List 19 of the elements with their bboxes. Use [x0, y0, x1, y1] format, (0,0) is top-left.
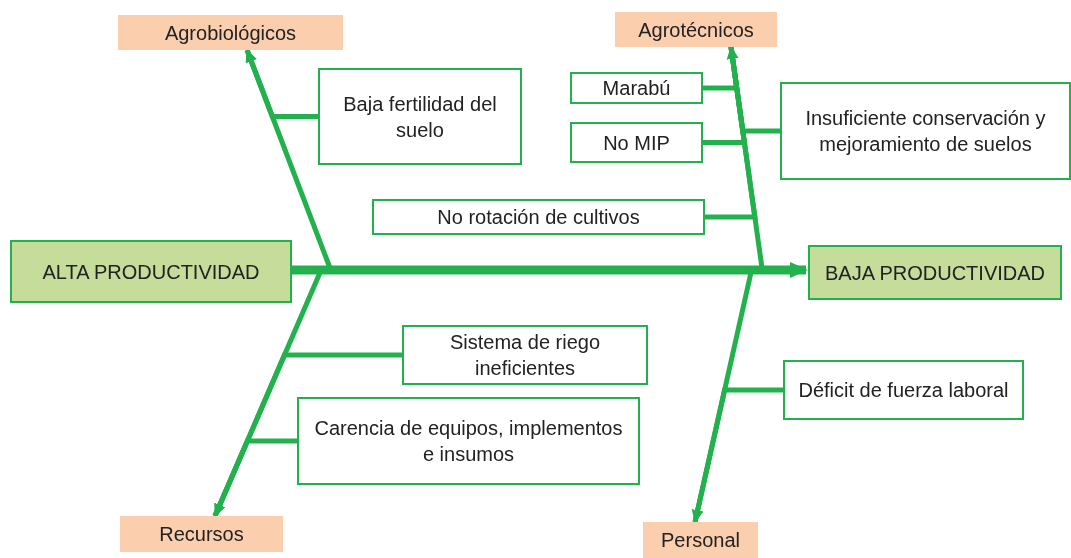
cause-box: Baja fertilidad del suelo — [318, 68, 522, 165]
cause-box: Déficit de fuerza laboral — [783, 360, 1024, 420]
category-label: Agrotécnicos — [615, 12, 777, 47]
connector-line — [244, 49, 318, 119]
effect-box: BAJA PRODUCTIVIDAD — [808, 245, 1062, 300]
arrow — [292, 262, 808, 278]
connector-line — [212, 438, 297, 517]
cause-box: Marabú — [570, 72, 703, 104]
cause-box: Sistema de riego ineficientes — [402, 325, 648, 385]
cause-box: Carencia de equipos, implementos e insumos — [297, 397, 640, 485]
connector-line — [705, 46, 758, 220]
category-label: Recursos — [120, 516, 283, 552]
cause-box: No rotación de cultivos — [372, 199, 705, 235]
cause-box: No MIP — [570, 122, 703, 163]
connector-line — [692, 387, 783, 523]
effect-box: ALTA PRODUCTIVIDAD — [10, 240, 292, 303]
cause-box: Insuficiente conservación y mejoramiento de suelos — [780, 82, 1071, 180]
category-label: Personal — [643, 522, 758, 558]
category-label: Agrobiológicos — [118, 15, 343, 50]
